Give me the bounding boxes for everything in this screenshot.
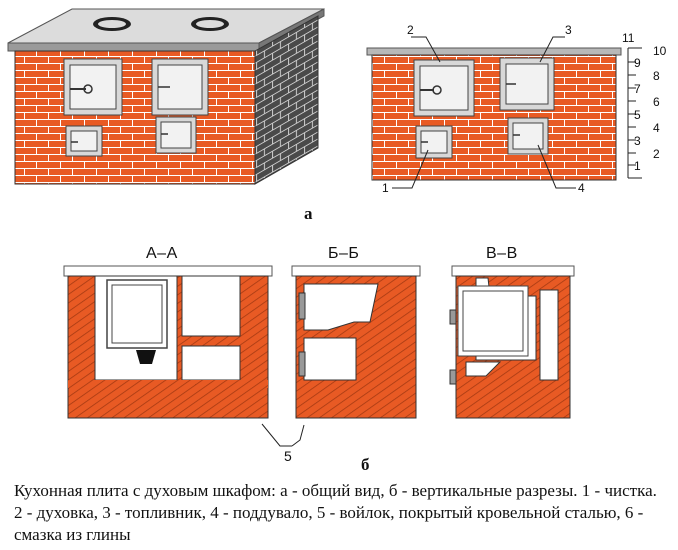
scale-4: 4: [653, 121, 660, 135]
section-vv-title: В–В: [486, 245, 518, 262]
scale-7: 7: [634, 82, 641, 96]
figure-b-label: б: [361, 455, 370, 474]
section-aa: [63, 265, 273, 419]
scale-3: 3: [634, 134, 641, 148]
scale-2: 2: [653, 147, 660, 161]
stove-front-view: [366, 36, 642, 189]
scale-5: 5: [634, 108, 641, 122]
scale-10: 10: [653, 44, 667, 58]
callout-3: 3: [565, 23, 572, 37]
section-bb-title: Б–Б: [328, 245, 360, 262]
figure-caption: Кухонная плита с духовым шкафом: а - общ…: [14, 481, 657, 544]
scale-8: 8: [653, 69, 660, 83]
section-aa-title: А–А: [146, 245, 178, 262]
scale-1: 1: [634, 159, 641, 173]
section-bb: [291, 265, 421, 419]
felt-leader: [261, 423, 292, 447]
section-vv: [449, 265, 575, 419]
callout-2: 2: [407, 23, 414, 37]
scale-6: 6: [653, 95, 660, 109]
stove-perspective: [7, 8, 325, 185]
scale-9: 9: [634, 56, 641, 70]
callout-5: 5: [284, 448, 292, 464]
figure-a-label: а: [304, 204, 313, 223]
scale-11: 11: [622, 31, 635, 45]
callout-4: 4: [578, 181, 585, 195]
callout-1: 1: [382, 181, 389, 195]
